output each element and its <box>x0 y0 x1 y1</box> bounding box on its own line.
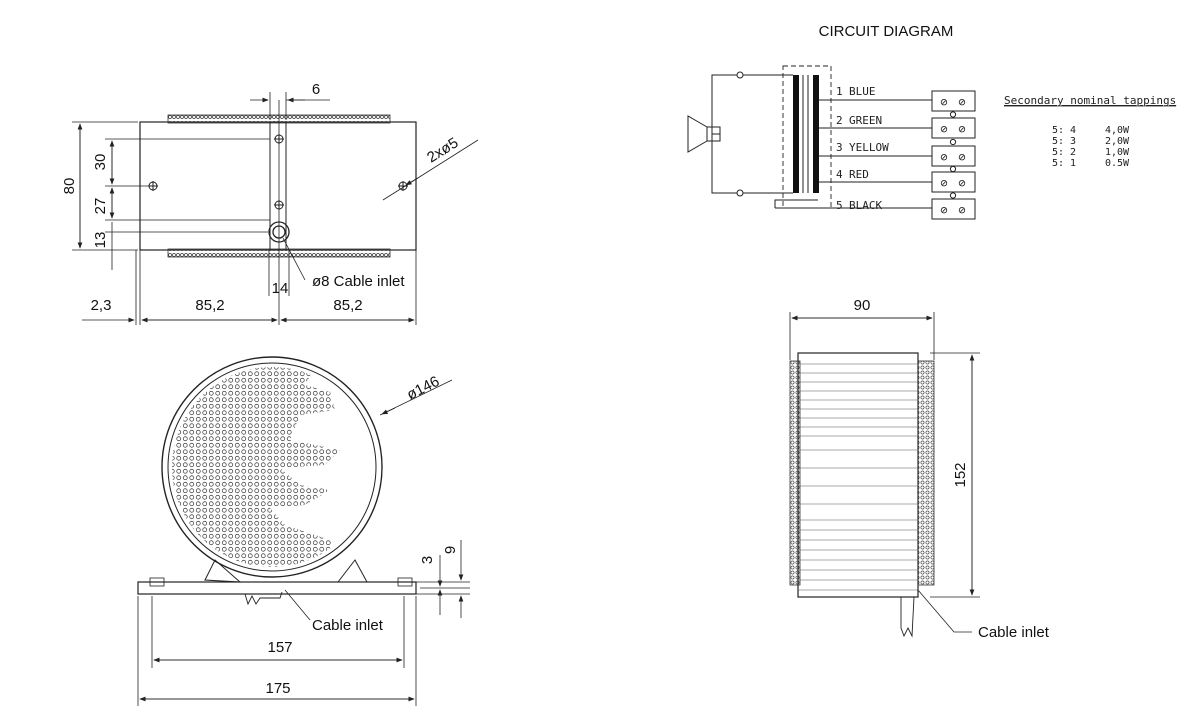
dim-146-label: ø146 <box>404 373 442 404</box>
dim-27-label: 27 <box>92 198 109 215</box>
svg-text:⊘: ⊘ <box>958 176 965 190</box>
dim-2-3-label: 2,3 <box>91 297 112 314</box>
tap-color: BLUE <box>849 85 876 98</box>
cable-inlet-label-side: Cable inlet <box>978 624 1050 641</box>
side-ribs <box>798 363 918 591</box>
svg-text:⊘: ⊘ <box>940 95 947 109</box>
tap-number: 5 <box>836 199 843 212</box>
dim-3-label: 3 <box>419 556 436 564</box>
circuit-diagram: CIRCUIT DIAGRAM 1 BLUE 2 GREEN 3 <box>687 23 1176 220</box>
tapping-ratio: 5: 4 <box>1052 125 1076 136</box>
side-perforation-left <box>789 360 801 586</box>
speaker-grille <box>172 367 340 567</box>
tapping-power: 2,0W <box>1105 136 1130 147</box>
svg-text:⊘: ⊘ <box>958 122 965 136</box>
tap-3: 3 YELLOW <box>819 141 932 157</box>
dim-hole-label: 2xø5 <box>424 134 461 166</box>
dim-14-label: 14 <box>272 280 289 297</box>
top-view: 6 80 30 27 13 2xø5 14 ø8 Cable inlet <box>61 81 479 325</box>
svg-text:⊘: ⊘ <box>940 150 947 164</box>
svg-text:⊘: ⊘ <box>958 95 965 109</box>
tap-4: 4 RED <box>819 168 932 183</box>
circuit-title: CIRCUIT DIAGRAM <box>819 23 954 40</box>
svg-text:⊘: ⊘ <box>940 203 947 217</box>
tap-number: 1 <box>836 85 843 98</box>
cable-inlet-label-top: ø8 Cable inlet <box>312 273 405 290</box>
dim-157-label: 157 <box>267 639 292 656</box>
svg-text:⊘: ⊘ <box>940 122 947 136</box>
dim-90-label: 90 <box>854 297 871 314</box>
tappings-table: Secondary nominal tappings 5: 4 4,0W 5: … <box>1004 94 1176 169</box>
svg-text:⊘: ⊘ <box>958 203 965 217</box>
primary-coil <box>793 75 799 193</box>
terminal-block: ⊘ ⊘ ⊘ ⊘ ⊘ ⊘ ⊘ ⊘ ⊘ ⊘ <box>931 90 976 220</box>
dim-85-right-label: 85,2 <box>333 297 362 314</box>
tapping-ratio: 5: 1 <box>1052 158 1076 169</box>
tap-color: GREEN <box>849 114 882 127</box>
tap-number: 4 <box>836 168 843 181</box>
tapping-power: 1,0W <box>1105 147 1130 158</box>
tapping-power: 0.5W <box>1105 158 1130 169</box>
tapping-ratio: 5: 2 <box>1052 147 1076 158</box>
tap-5: 5 BLACK <box>836 199 882 212</box>
side-perforation-right <box>917 360 935 586</box>
dim-152-label: 152 <box>952 462 969 487</box>
side-hole-right <box>398 181 408 191</box>
dim-175-label: 175 <box>265 680 290 697</box>
dim-30-label: 30 <box>92 154 109 171</box>
svg-text:⊘: ⊘ <box>958 150 965 164</box>
tappings-title: Secondary nominal tappings <box>1004 94 1176 107</box>
transformer-housing <box>782 65 832 209</box>
side-hole-left <box>148 181 158 191</box>
side-view: 90 152 Cable inlet <box>789 297 1050 641</box>
tapping-ratio: 5: 3 <box>1052 136 1076 147</box>
front-view: ø146 3 9 Cable inlet 157 175 <box>137 356 470 706</box>
tap-color: BLACK <box>849 199 882 212</box>
tap-1: 1 BLUE <box>819 85 932 101</box>
dim-9-label: 9 <box>442 546 459 554</box>
svg-text:⊘: ⊘ <box>940 176 947 190</box>
dim-80-label: 80 <box>61 178 78 195</box>
cable-inlet-label-front: Cable inlet <box>312 617 384 634</box>
dim-13-label: 13 <box>92 232 109 249</box>
tap-color: RED <box>849 168 869 181</box>
secondary-coil <box>813 75 819 193</box>
dim-85-left-label: 85,2 <box>195 297 224 314</box>
tap-number: 3 <box>836 141 843 154</box>
tap-number: 2 <box>836 114 843 127</box>
tapping-power: 4,0W <box>1105 125 1130 136</box>
tap-2: 2 GREEN <box>819 114 932 129</box>
tap-color: YELLOW <box>849 141 889 154</box>
dim-6-label: 6 <box>312 81 320 98</box>
